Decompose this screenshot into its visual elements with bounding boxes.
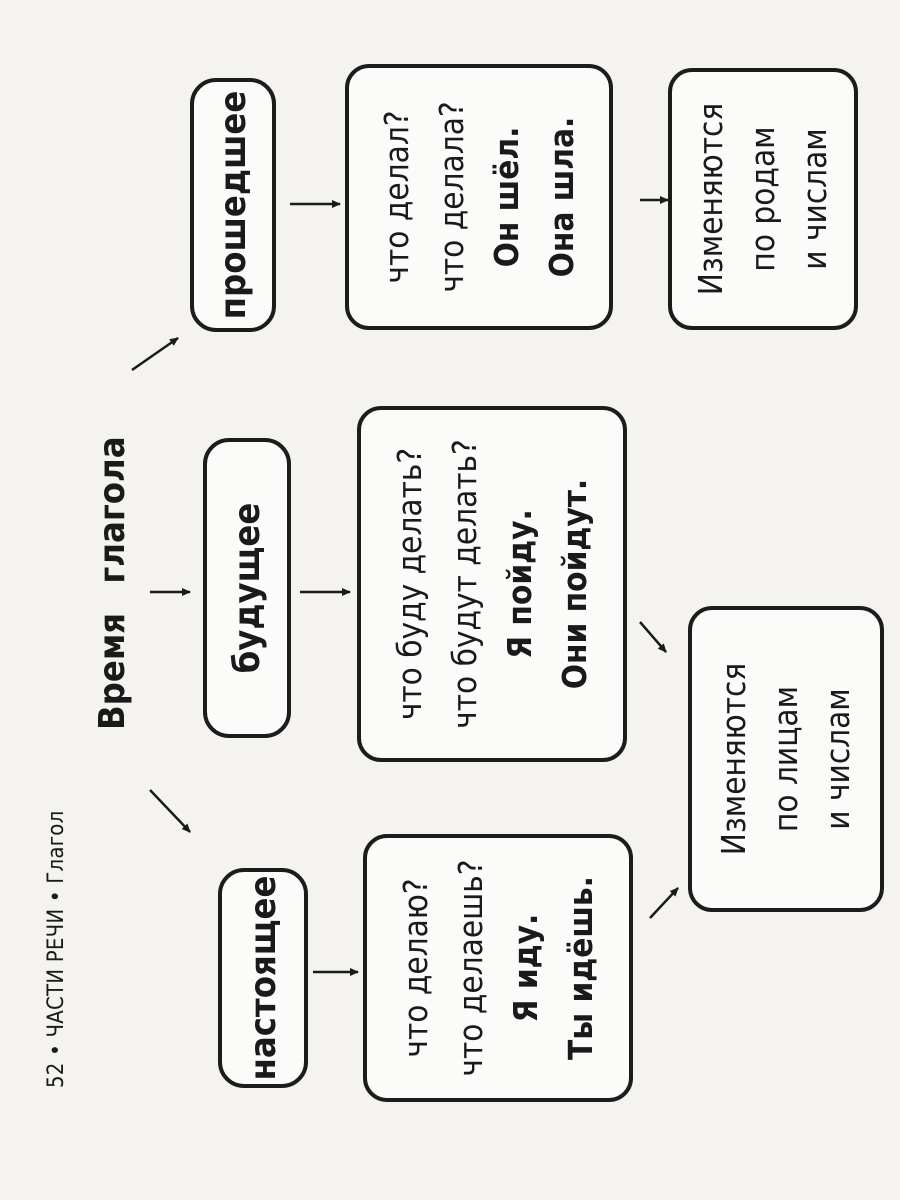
present-question-2: что делаешь? — [451, 859, 490, 1077]
past-question-2: что делала? — [432, 101, 471, 293]
future-example-2: Они пойдут. — [555, 478, 594, 690]
future-question-2: что будут делать? — [445, 439, 484, 729]
past-example-2: Она шла. — [542, 116, 581, 278]
tense-future-box: будущее — [203, 438, 291, 738]
tense-present-label: настоящее — [242, 875, 284, 1081]
change-line-3: и числам — [795, 128, 834, 270]
past-change-box: Изменяются по родам и числам — [668, 68, 858, 330]
change-line-2: по лицам — [766, 685, 805, 833]
present-future-change-box: Изменяются по лицам и числам — [688, 606, 884, 912]
present-questions-box: что делаю? что делаешь? Я иду. Ты идёшь. — [363, 834, 633, 1102]
tense-present-box: настоящее — [218, 868, 308, 1088]
future-question-1: что буду делать? — [390, 447, 429, 721]
arrow-future-to-change — [639, 621, 667, 653]
future-questions-box: что буду делать? что будут делать? Я пой… — [357, 406, 627, 762]
tense-past-label: прошедшее — [212, 90, 254, 320]
past-question-1: что делал? — [377, 110, 416, 284]
present-question-1: что делаю? — [396, 878, 435, 1058]
present-example-1: Я иду. — [506, 913, 545, 1023]
future-example-1: Я пойду. — [500, 509, 539, 659]
change-line-3: и числам — [818, 688, 857, 830]
change-line-2: по родам — [743, 126, 782, 272]
arrow-title-to-present — [149, 789, 191, 833]
arrow-title-to-past — [131, 336, 179, 372]
change-line-1: Изменяются — [714, 662, 753, 856]
present-example-2: Ты идёшь. — [561, 876, 600, 1060]
arrow-present-to-change — [649, 887, 679, 919]
past-questions-box: что делал? что делала? Он шёл. Она шла. — [345, 64, 613, 330]
tense-past-box: прошедшее — [190, 78, 276, 332]
past-example-1: Он шёл. — [487, 126, 526, 268]
change-line-1: Изменяются — [691, 102, 730, 296]
tense-future-label: будущее — [226, 502, 268, 674]
